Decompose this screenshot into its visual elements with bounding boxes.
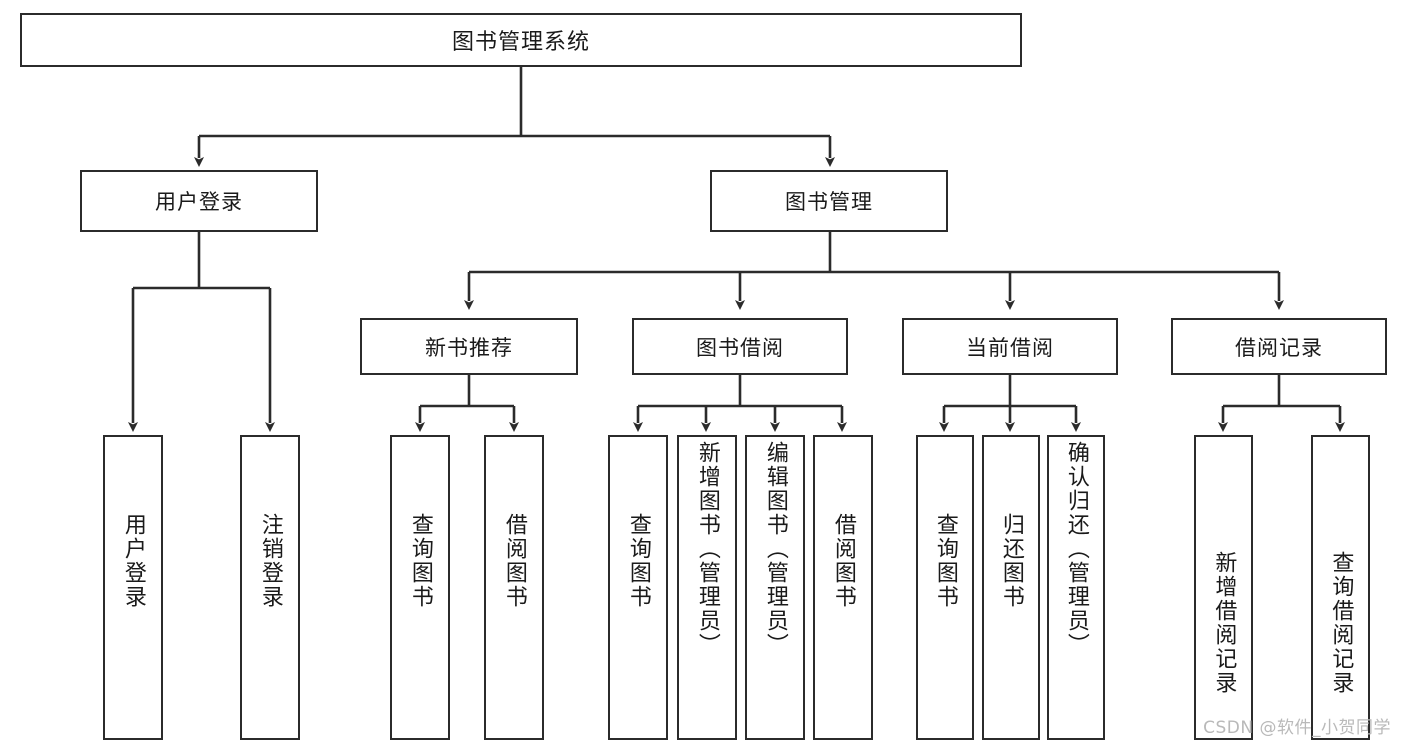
watermark: CSDN @软件_小贺同学	[1203, 718, 1391, 738]
leaf-new-book-query-book[interactable]: 查询图书	[390, 435, 450, 740]
node-label: 借阅记录	[1235, 335, 1323, 360]
node-label: 查询图书	[625, 513, 651, 609]
node-book-borrow[interactable]: 图书借阅	[632, 318, 848, 375]
leaf-new-book-borrow-book[interactable]: 借阅图书	[484, 435, 544, 740]
leaf-book-borrow-borrow-book[interactable]: 借阅图书	[813, 435, 873, 740]
node-label: 用户登录	[155, 190, 243, 214]
node-new-book-recommend[interactable]: 新书推荐	[360, 318, 578, 375]
leaf-borrow-record-add-record[interactable]: 新增借阅记录	[1194, 435, 1253, 740]
node-label: 编辑图书（管理员）	[762, 441, 788, 657]
leaf-user-login-login[interactable]: 用户登录	[103, 435, 163, 740]
node-label: 借阅图书	[501, 513, 527, 609]
leaf-current-borrow-query-book[interactable]: 查询图书	[916, 435, 974, 740]
node-label: 新书推荐	[425, 335, 513, 360]
leaf-user-login-logout[interactable]: 注销登录	[240, 435, 300, 740]
node-user-login[interactable]: 用户登录	[80, 170, 318, 232]
node-borrow-record[interactable]: 借阅记录	[1171, 318, 1387, 375]
leaf-current-borrow-confirm-return-admin[interactable]: 确认归还（管理员）	[1047, 435, 1105, 740]
node-root-book-management-system[interactable]: 图书管理系统	[20, 13, 1022, 67]
node-label: 图书管理	[785, 190, 873, 214]
leaf-book-borrow-query-book[interactable]: 查询图书	[608, 435, 668, 740]
node-current-borrow[interactable]: 当前借阅	[902, 318, 1118, 375]
leaf-book-borrow-add-book-admin[interactable]: 新增图书（管理员）	[677, 435, 737, 740]
node-label: 图书借阅	[696, 335, 784, 360]
node-label: 确认归还（管理员）	[1063, 441, 1089, 657]
node-label: 查询图书	[932, 513, 958, 609]
node-label: 当前借阅	[966, 335, 1054, 360]
node-label: 注销登录	[257, 513, 283, 609]
node-label: 查询图书	[407, 513, 433, 609]
leaf-borrow-record-query-record[interactable]: 查询借阅记录	[1311, 435, 1370, 740]
node-label: 借阅图书	[830, 513, 856, 609]
node-label: 归还图书	[998, 513, 1024, 609]
node-label: 新增图书（管理员）	[694, 441, 720, 657]
node-label: 查询借阅记录	[1328, 551, 1354, 695]
node-book-management[interactable]: 图书管理	[710, 170, 948, 232]
leaf-book-borrow-edit-book-admin[interactable]: 编辑图书（管理员）	[745, 435, 805, 740]
leaf-current-borrow-return-book[interactable]: 归还图书	[982, 435, 1040, 740]
node-label: 新增借阅记录	[1211, 551, 1237, 695]
node-label: 用户登录	[120, 513, 146, 609]
node-label: 图书管理系统	[451, 30, 590, 55]
